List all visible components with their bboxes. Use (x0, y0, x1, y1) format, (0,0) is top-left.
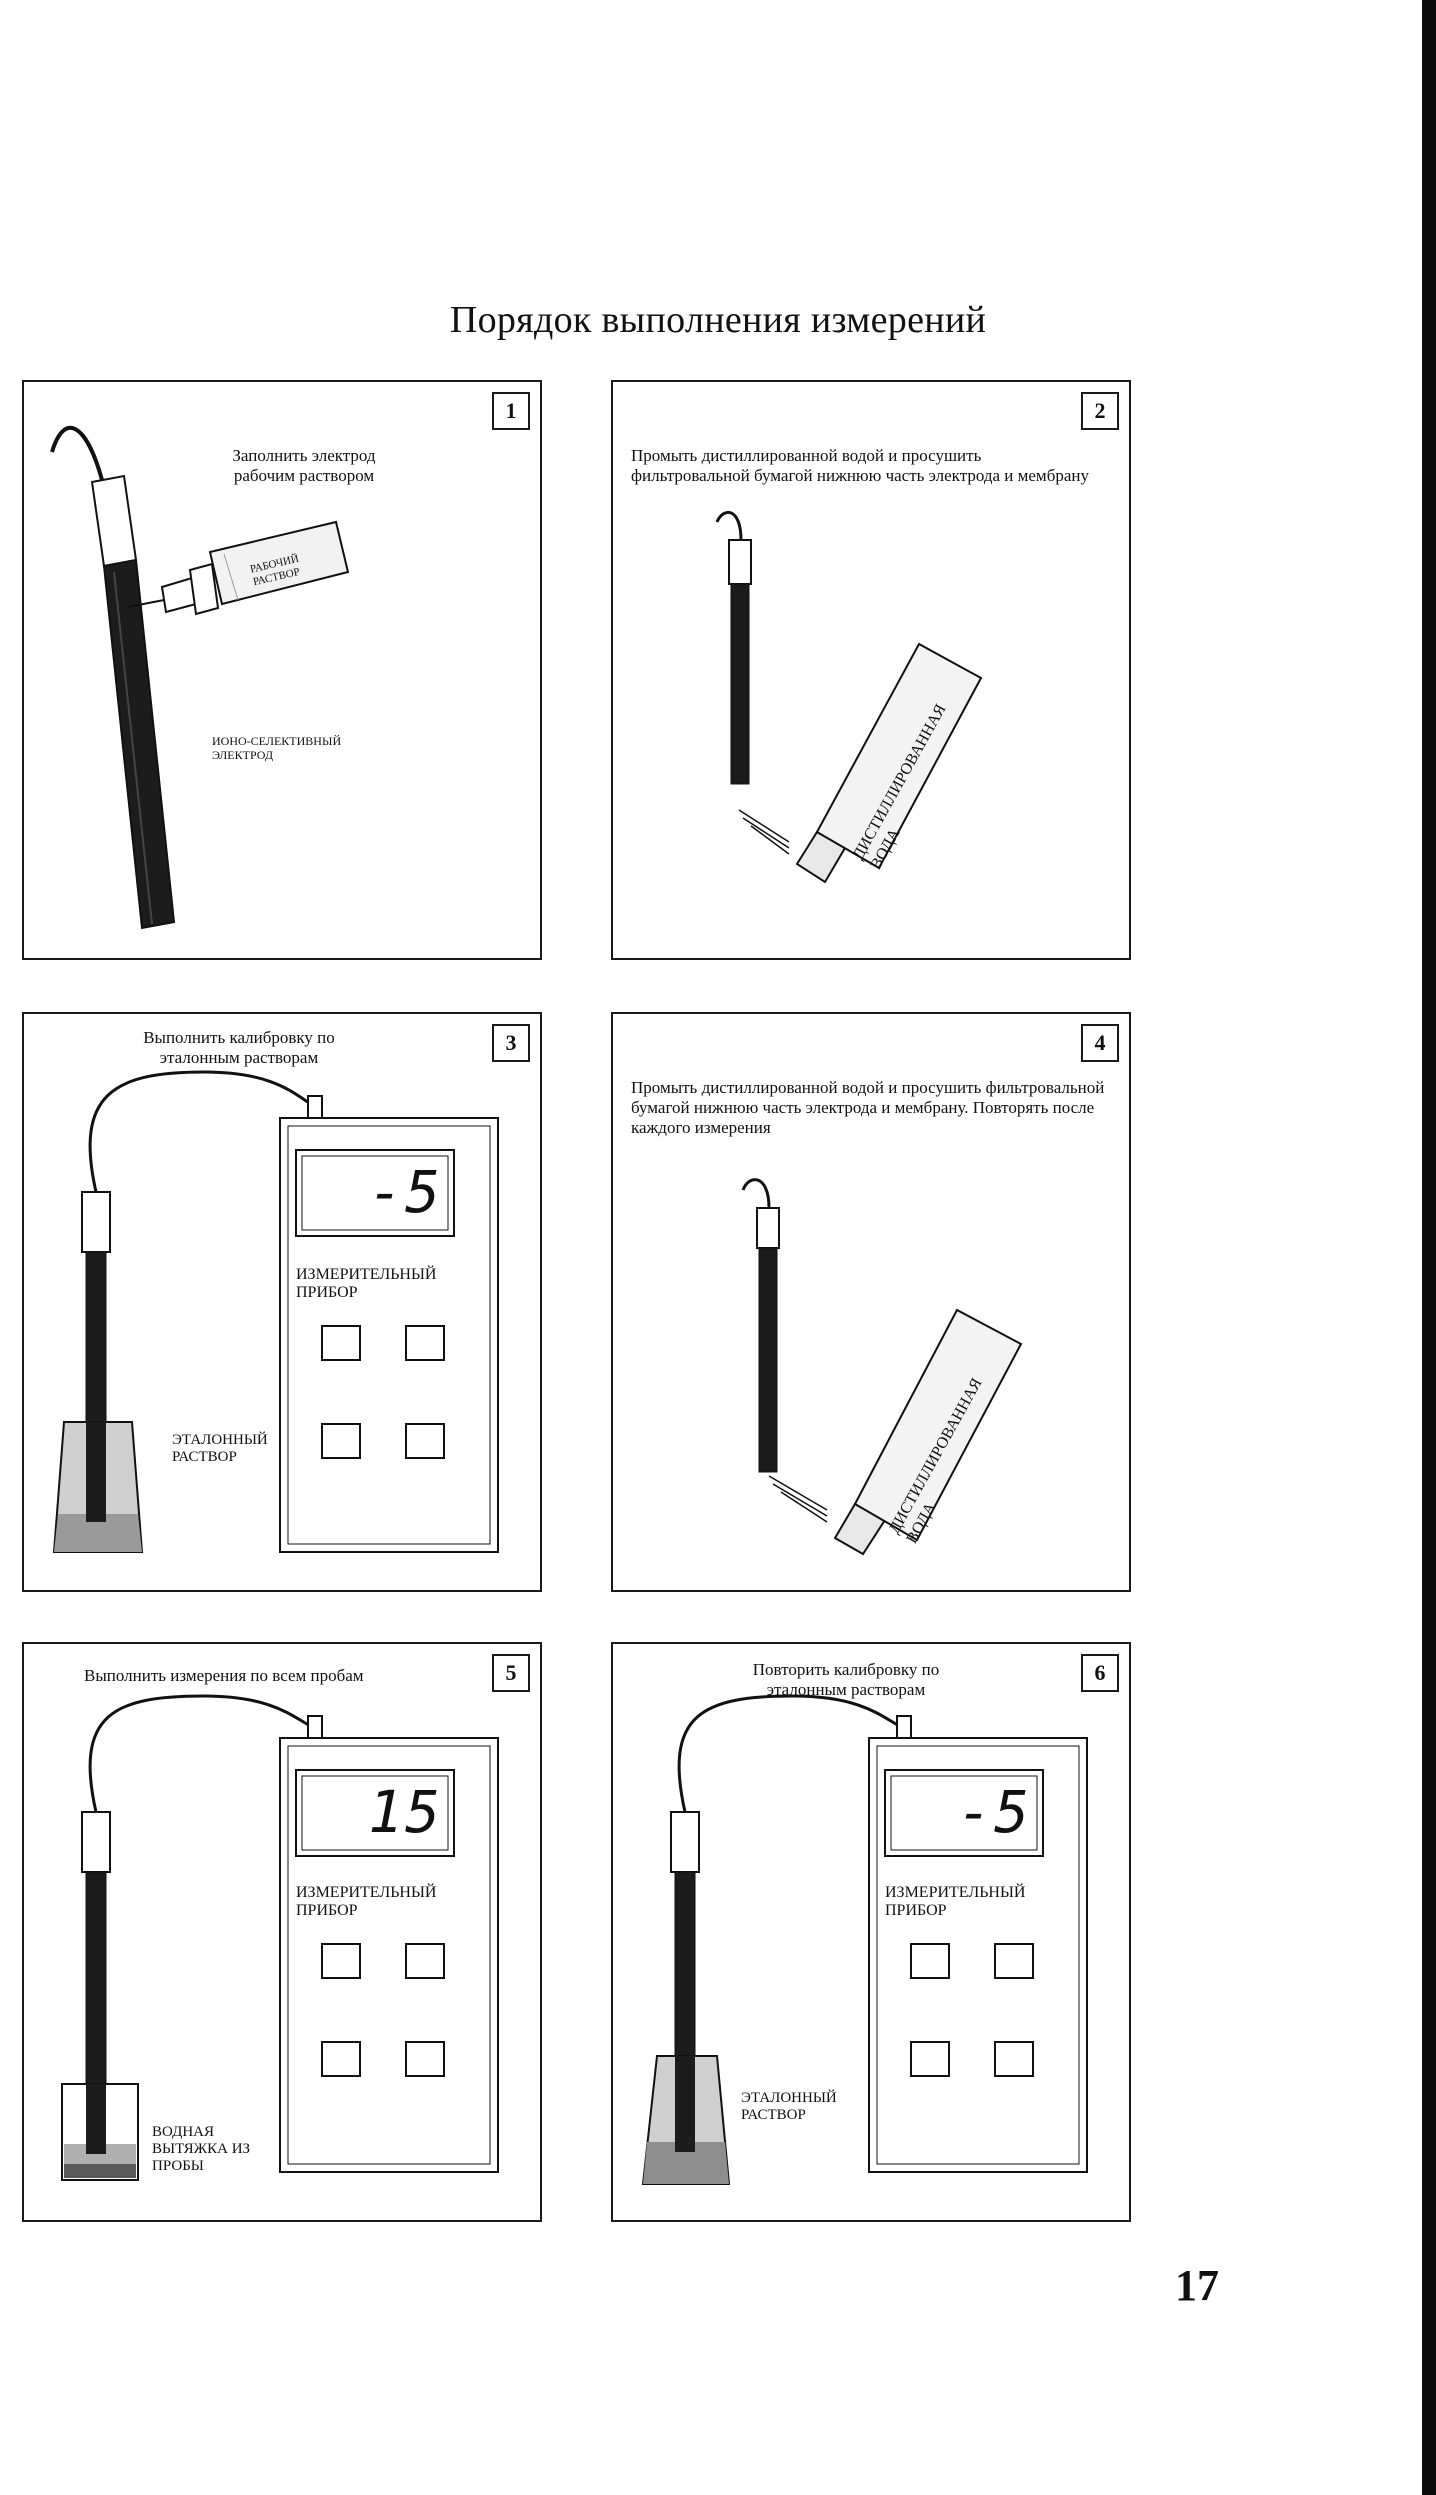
step-number: 4 (1081, 1024, 1119, 1062)
step-number: 6 (1081, 1654, 1119, 1692)
electrode-fill-illustration (50, 425, 350, 930)
step-instruction: Промыть дистиллированной водой и просуши… (631, 1078, 1105, 1137)
step-instruction: Промыть дистиллированной водой и просуши… (631, 446, 1089, 485)
step-panel-4: 4 Промыть дистиллированной водой и просу… (611, 1012, 1131, 1592)
rinse-electrode-illustration (741, 1178, 1023, 1556)
meter-display-value: -5 (957, 1778, 1031, 1846)
step-instruction: Выполнить калибровку по эталонным раство… (143, 1028, 335, 1067)
calibration-illustration (52, 1070, 499, 1553)
step-panel-5: 5 Выполнить измерения по всем пробам 15 … (22, 1642, 542, 2222)
beaker-label: ЭТАЛОННЫЙ РАСТВОР (172, 1432, 268, 1465)
device-label: ИЗМЕРИТЕЛЬНЫЙ ПРИБОР (296, 1266, 437, 1301)
electrode-label: ИОНО-СЕЛЕКТИВНЫЙ ЭЛЕКТРОД (212, 734, 342, 762)
page-title: Порядок выполнения измерений (449, 299, 987, 341)
rinse-electrode-illustration (715, 510, 983, 884)
recalibration-illustration (641, 1694, 1088, 2185)
step-panel-2: 2 Промыть дистиллированной водой и просу… (611, 380, 1131, 960)
step-instruction: Повторить калибровку по эталонным раство… (752, 1660, 940, 1699)
step-panel-6: 6 Повторить калибровку по эталонным раст… (611, 1642, 1131, 2222)
device-label: ИЗМЕРИТЕЛЬНЫЙ ПРИБОР (885, 1884, 1026, 1919)
beaker-label: ЭТАЛОННЫЙ РАСТВОР (741, 2090, 837, 2123)
step-number: 3 (492, 1024, 530, 1062)
step-instruction: Выполнить измерения по всем пробам (84, 1666, 364, 1685)
step-number: 1 (492, 392, 530, 430)
step-number: 2 (1081, 392, 1119, 430)
device-label: ИЗМЕРИТЕЛЬНЫЙ ПРИБОР (296, 1884, 437, 1919)
page-edge-bar (1422, 0, 1436, 2495)
step-instruction: Заполнить электрод рабочим раствором (232, 446, 376, 485)
measurement-illustration (61, 1694, 499, 2181)
step-panel-3: 3 Выполнить калибровку по эталонным раст… (22, 1012, 542, 1592)
meter-display-value: -5 (368, 1158, 442, 1226)
page-number: 17 (1175, 2261, 1219, 2310)
beaker-label: ВОДНАЯ ВЫТЯЖКА ИЗ ПРОБЫ (152, 2124, 251, 2174)
meter-display-value: 15 (368, 1778, 442, 1846)
step-number: 5 (492, 1654, 530, 1692)
step-panel-1: 1 Заполнить электрод рабочим раствором Р… (22, 380, 542, 960)
